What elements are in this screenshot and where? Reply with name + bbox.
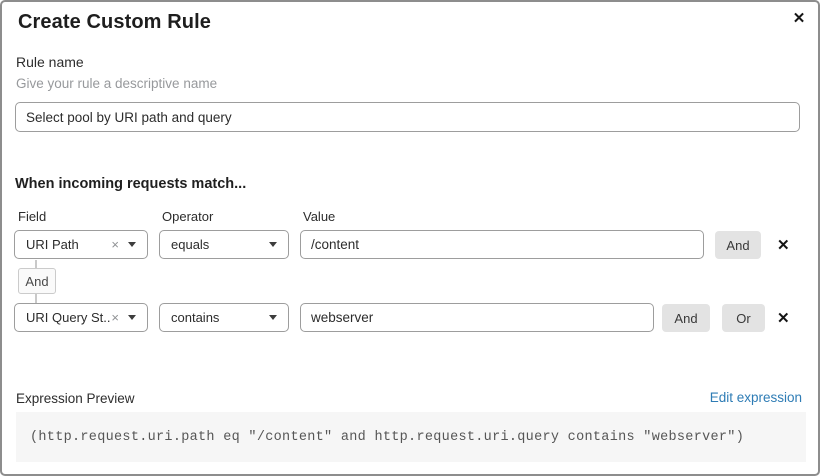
field-select-row2-value: URI Query St... bbox=[26, 310, 112, 325]
operator-select-row1-value: equals bbox=[171, 237, 210, 252]
rule-name-input[interactable] bbox=[15, 102, 800, 132]
expression-preview-label: Expression Preview bbox=[16, 391, 135, 406]
field-select-row2[interactable]: URI Query St... × bbox=[14, 303, 148, 332]
column-label-field: Field bbox=[18, 209, 47, 224]
column-label-operator: Operator bbox=[162, 209, 214, 224]
connector-and-badge[interactable]: And bbox=[18, 268, 56, 294]
or-button-row2[interactable]: Or bbox=[722, 304, 765, 332]
operator-select-row2-value: contains bbox=[171, 310, 220, 325]
value-input-row2[interactable] bbox=[300, 303, 654, 332]
chevron-down-icon bbox=[269, 315, 277, 320]
rule-name-label: Rule name bbox=[16, 54, 84, 70]
close-icon[interactable]: ✕ bbox=[792, 10, 806, 27]
match-heading: When incoming requests match... bbox=[15, 176, 247, 192]
rule-name-hint: Give your rule a descriptive name bbox=[16, 76, 218, 91]
operator-select-row2[interactable]: contains bbox=[159, 303, 289, 332]
and-button-row2[interactable]: And bbox=[662, 304, 710, 332]
field-select-row1-value: URI Path bbox=[26, 237, 79, 252]
operator-select-row1[interactable]: equals bbox=[159, 230, 289, 259]
remove-row1-icon[interactable]: ✕ bbox=[777, 237, 790, 254]
column-label-value: Value bbox=[303, 209, 336, 224]
expression-code: (http.request.uri.path eq "/content" and… bbox=[30, 429, 745, 445]
chevron-down-icon bbox=[128, 315, 136, 320]
chevron-down-icon bbox=[128, 242, 136, 247]
clear-selection-icon[interactable]: × bbox=[111, 310, 119, 325]
clear-selection-icon[interactable]: × bbox=[111, 237, 119, 252]
chevron-down-icon bbox=[269, 242, 277, 247]
field-select-row1[interactable]: URI Path × bbox=[14, 230, 148, 259]
and-button-row1[interactable]: And bbox=[715, 231, 761, 259]
connector-line-bottom bbox=[35, 294, 37, 303]
remove-row2-icon[interactable]: ✕ bbox=[777, 310, 790, 327]
edit-expression-link[interactable]: Edit expression bbox=[709, 390, 802, 405]
dialog-title: Create Custom Rule bbox=[18, 11, 211, 33]
value-input-row1[interactable] bbox=[300, 230, 704, 259]
expression-code-block: (http.request.uri.path eq "/content" and… bbox=[16, 412, 806, 462]
connector-line-top bbox=[35, 260, 37, 268]
